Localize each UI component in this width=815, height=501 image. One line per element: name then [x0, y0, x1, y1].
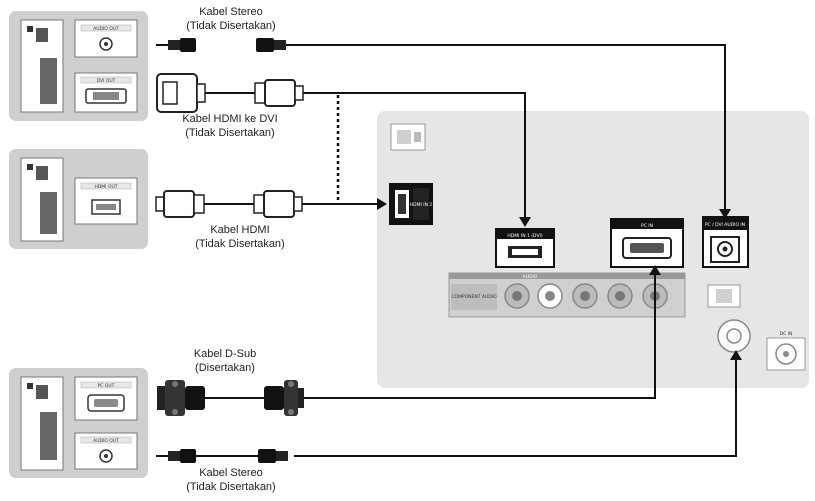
- tv-hdmi-dvi-label: HDMI IN 1 (DVI): [507, 233, 542, 239]
- dsub-plug-left: [157, 380, 264, 416]
- tv-hdmi-dvi-port: [495, 228, 555, 268]
- tv-audio-label: AUDIO: [523, 274, 538, 280]
- tv-back-panel: [377, 111, 809, 388]
- dvi-plug: [156, 73, 255, 113]
- label-hdmi-dvi: Kabel HDMI ke DVI (Tidak Disertakan): [160, 112, 300, 140]
- pc1-dvi-port: [74, 72, 138, 113]
- tv-hdmi-side-label: HDMI IN 2: [410, 202, 433, 208]
- dc-in-jack: [766, 337, 806, 371]
- label-hdmi: Kabel HDMI (Tidak Disertakan): [175, 223, 305, 251]
- label-stereo-bottom-name: Kabel Stereo: [199, 467, 263, 479]
- label-hdmi-dvi-note: (Tidak Disertakan): [185, 127, 275, 139]
- pc2-hdmi-port: [74, 177, 138, 225]
- dsub-plug-right: [264, 380, 304, 416]
- pc1-audio-port: [74, 19, 138, 58]
- label-stereo-top-name: Kabel Stereo: [199, 6, 263, 18]
- hdmi-side-port: [389, 183, 433, 225]
- cable-line-hdmi-dvi: [302, 92, 526, 220]
- pc3-pc-out-label: PC OUT: [98, 383, 115, 389]
- usb-port: [390, 123, 426, 151]
- label-stereo-top: Kabel Stereo (Tidak Disertakan): [166, 5, 296, 33]
- label-hdmi-name: Kabel HDMI: [210, 224, 270, 236]
- stereo-plug-top-right: [256, 38, 294, 52]
- tv-pc-in-label: PC IN: [641, 223, 653, 229]
- stereo-plug-bottom-left: [156, 449, 258, 463]
- arrow-head-stereo-bottom: [730, 350, 742, 360]
- pc-box-1: [9, 11, 148, 121]
- tv-pc-dvi-audio-label: PC / DVI AUDIO IN: [705, 222, 745, 228]
- cable-line-stereo-top: [292, 44, 726, 212]
- pc3-audio-port: [74, 432, 138, 470]
- label-stereo-top-note: (Tidak Disertakan): [186, 20, 276, 32]
- label-dsub: Kabel D-Sub (Disertakan): [165, 347, 285, 375]
- antenna-jack: [707, 284, 751, 353]
- arrow-head-stereo-top: [719, 209, 731, 219]
- hdmi-plug-dvi-cable: [254, 79, 304, 107]
- arrow-head-dsub: [649, 265, 661, 275]
- tv-dc-in-label: DC IN: [780, 331, 793, 337]
- cable-line-dsub: [300, 272, 656, 399]
- pc-box-2: [9, 149, 148, 249]
- pc3-audio-label: AUDIO OUT: [93, 438, 119, 444]
- label-dsub-note: (Disertakan): [195, 362, 255, 374]
- stereo-plug-bottom-right: [258, 449, 288, 463]
- label-stereo-bottom-note: (Tidak Disertakan): [186, 481, 276, 493]
- tv-pc-dvi-audio-port: [702, 216, 749, 268]
- pc-box-3: [9, 368, 148, 478]
- label-dsub-name: Kabel D-Sub: [193, 348, 257, 360]
- stereo-plug-top-left: [156, 38, 196, 52]
- pc1-audio-label: AUDIO OUT: [93, 26, 119, 32]
- pc2-hdmi-label: HDMI OUT: [94, 184, 117, 190]
- tv-component-label: COMPONENT AUDIO: [451, 294, 497, 300]
- label-hdmi-dvi-name: Kabel HDMI ke DVI: [182, 113, 278, 125]
- label-hdmi-note: (Tidak Disertakan): [195, 238, 285, 250]
- arrow-head-hdmi: [377, 198, 387, 210]
- tv-pc-in-port: [610, 218, 684, 268]
- pc1-dvi-label: DVI OUT: [97, 78, 116, 84]
- hdmi-plug-left: [155, 190, 254, 218]
- cable-line-stereo-bottom: [294, 357, 737, 457]
- hdmi-plug-right: [253, 190, 303, 218]
- pc3-pc-out-port: [74, 376, 138, 421]
- arrow-head-hdmi-dvi: [519, 217, 531, 227]
- label-stereo-bottom: Kabel Stereo (Tidak Disertakan): [166, 466, 296, 494]
